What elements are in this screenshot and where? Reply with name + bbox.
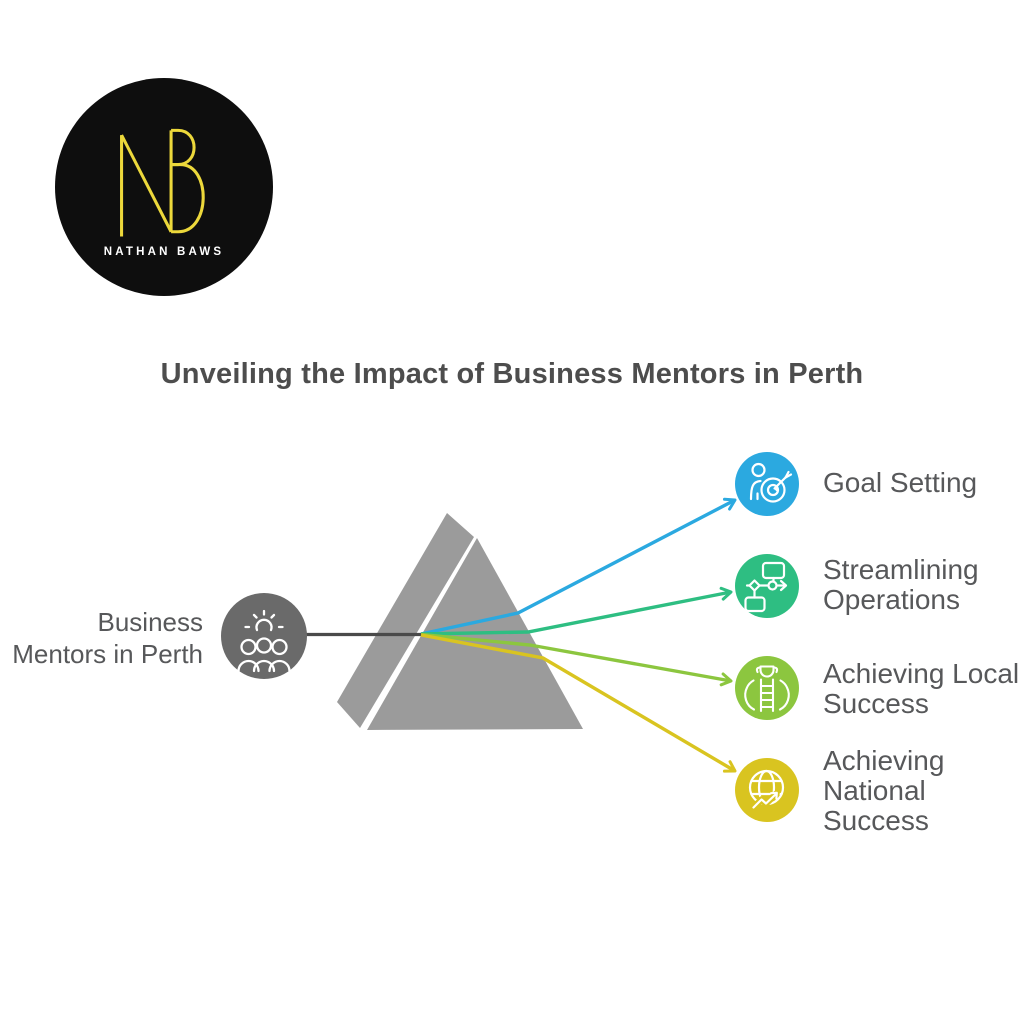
goal-setting-circle [735, 452, 799, 516]
outcome-label-line: National [823, 775, 926, 806]
outcome-label-streamlining-operations: Streamlining Operations [823, 555, 1023, 615]
outcome-label-line: Success [823, 805, 929, 836]
outcome-label-goal-setting: Goal Setting [823, 468, 1023, 498]
globe-growth-icon [748, 769, 785, 811]
ladder-trophy-icon [744, 665, 790, 713]
source-circle [221, 593, 307, 679]
outcome-label-line: Goal Setting [823, 467, 978, 498]
achieving-local-success-circle [735, 656, 799, 720]
outcome-label-line: Achieving Local [823, 658, 1020, 689]
beam-goal-setting [420, 497, 737, 636]
page-title: Unveiling the Impact of Business Mentors… [160, 358, 864, 390]
source-label-line: Mentors in Perth [12, 639, 203, 669]
brand-name: NATHAN BAWS [103, 246, 225, 258]
achieving-national-success-circle [735, 758, 799, 822]
source-label-line: Business [97, 607, 204, 637]
beam-achieving-local-success [420, 632, 733, 687]
source-label: Business Mentors in Perth [3, 606, 203, 670]
outcome-label-line: Success [823, 688, 929, 719]
outcome-label-line: Operations [823, 584, 960, 615]
outcome-label-achieving-national-success: Achieving National Success [823, 746, 1023, 836]
flowchart-icon [744, 561, 788, 613]
inspired-team-icon [237, 609, 291, 673]
beam-achieving-national-success [420, 633, 737, 773]
outcome-label-line: Streamlining [823, 554, 979, 585]
outcome-label-achieving-local-success: Achieving Local Success [823, 659, 1023, 719]
beam-streamlining-operations [420, 586, 733, 636]
nathan-baws-logo: NATHAN BAWS [55, 78, 273, 296]
prism-side-face [337, 513, 474, 728]
outcome-label-line: Achieving [823, 745, 945, 776]
person-target-icon [749, 462, 793, 503]
nb-monogram-icon [120, 128, 205, 237]
